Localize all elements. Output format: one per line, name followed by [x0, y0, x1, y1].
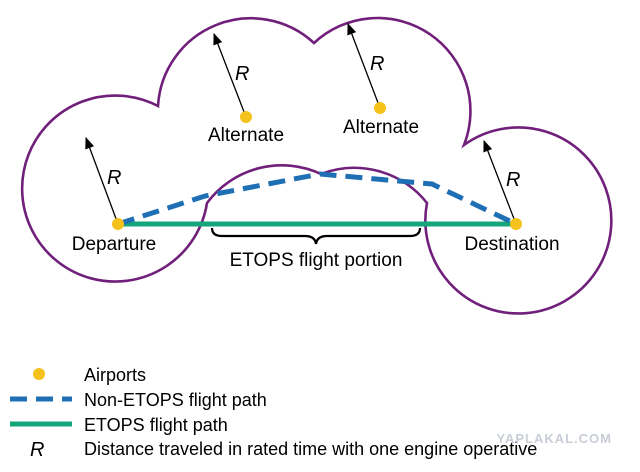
range-boundary — [20, 16, 613, 315]
radius-label-alternate-1: R — [235, 63, 249, 85]
radius-arrow-alternate-2 — [347, 22, 381, 109]
radius-arrow-destination — [483, 139, 517, 225]
etops-portion-brace — [210, 227, 422, 245]
legend: Airports Non-ETOPS flight path ETOPS fli… — [10, 365, 537, 461]
radius-arrow-departure — [85, 136, 119, 225]
legend-r-description: Distance traveled in rated time with one… — [84, 439, 537, 459]
legend-airports-label: Airports — [84, 365, 146, 385]
radius-arrow-alternate-1 — [213, 32, 247, 118]
legend-airport-dot — [33, 368, 45, 380]
airport-dot-alternate-1 — [240, 111, 252, 123]
alternate-2-label: Alternate — [343, 117, 419, 138]
airport-dot-alternate-2 — [374, 102, 386, 114]
departure-label: Departure — [72, 234, 157, 255]
etops-portion-label: ETOPS flight portion — [230, 250, 403, 271]
airport-dot-destination — [510, 218, 522, 230]
radius-label-alternate-2: R — [370, 53, 384, 75]
airport-dot-departure — [112, 218, 124, 230]
radius-label-destination: R — [506, 169, 520, 191]
alternate-1-label: Alternate — [208, 125, 284, 146]
radius-label-departure: R — [107, 167, 121, 189]
legend-non-etops-label: Non-ETOPS flight path — [84, 390, 267, 410]
legend-etops-label: ETOPS flight path — [84, 415, 228, 435]
non-etops-path-line — [117, 171, 518, 227]
destination-label: Destination — [464, 234, 559, 255]
legend-r-symbol: R — [30, 439, 44, 461]
watermark-text: YAPLAKAL.COM — [496, 431, 612, 446]
